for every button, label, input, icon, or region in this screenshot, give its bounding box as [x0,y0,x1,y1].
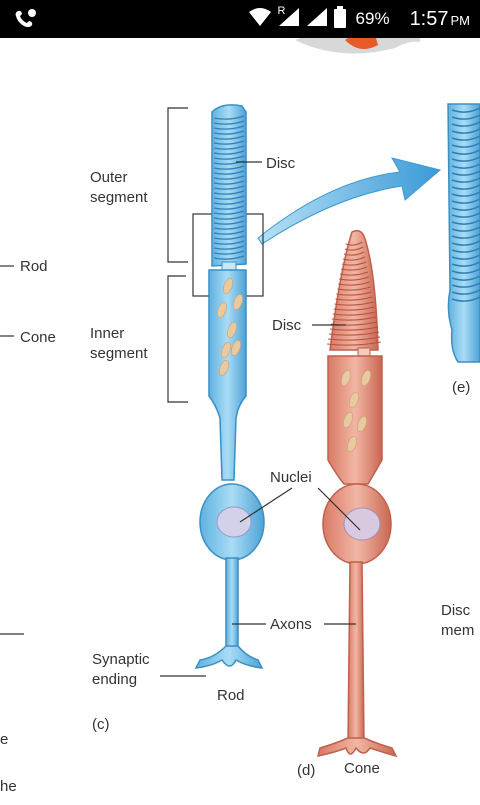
battery-icon [333,5,346,33]
label-clipped-1: e [0,731,8,748]
phone-icon [14,8,38,35]
label-inner-segment-2: segment [90,345,148,362]
label-panel-e: (e) [452,379,470,396]
cone-cell [316,229,398,758]
label-disc-cone: Disc [272,317,302,334]
segment-brackets [167,107,188,403]
photoreceptor-diagram: Outer segment Inner segment Rod Cone Dis… [0,38,480,800]
label-disc-membrane-1: Disc [441,602,471,619]
wifi-icon [248,7,272,32]
label-outer-segment-2: segment [90,189,148,206]
signal-icon [306,7,328,32]
signal-icon: R [277,4,300,32]
rod-cell [194,104,265,669]
roaming-indicator: R [277,4,286,17]
label-inner-segment-1: Inner [90,325,124,342]
clock-ampm: PM [450,12,471,28]
leader-lines [0,161,361,677]
cone-nucleus [343,507,381,541]
enlarged-disc-stack [447,103,480,363]
label-rod-left: Rod [20,258,48,275]
label-synaptic-2: ending [92,671,137,688]
label-synaptic-1: Synaptic [92,651,150,668]
label-panel-d: (d) [297,762,315,779]
label-nuclei: Nuclei [270,469,312,486]
label-axons: Axons [270,616,312,633]
diagram-svg: Outer segment Inner segment Rod Cone Dis… [0,38,480,795]
label-cone-caption: Cone [344,760,380,777]
label-disc-rod: Disc [266,155,296,172]
rod-nucleus [216,506,252,538]
label-cone-left: Cone [20,329,56,346]
label-clipped-2: he [0,778,17,795]
magnify-arrow [257,157,442,245]
label-outer-segment-1: Outer [90,169,128,186]
eye-fragment-iris [345,38,378,49]
label-panel-c: (c) [92,716,110,733]
battery-percent: 69% [355,9,390,28]
clock-time: 1:57 [409,7,449,30]
label-disc-membrane-2: mem [441,622,474,639]
label-rod-caption: Rod [217,687,245,704]
